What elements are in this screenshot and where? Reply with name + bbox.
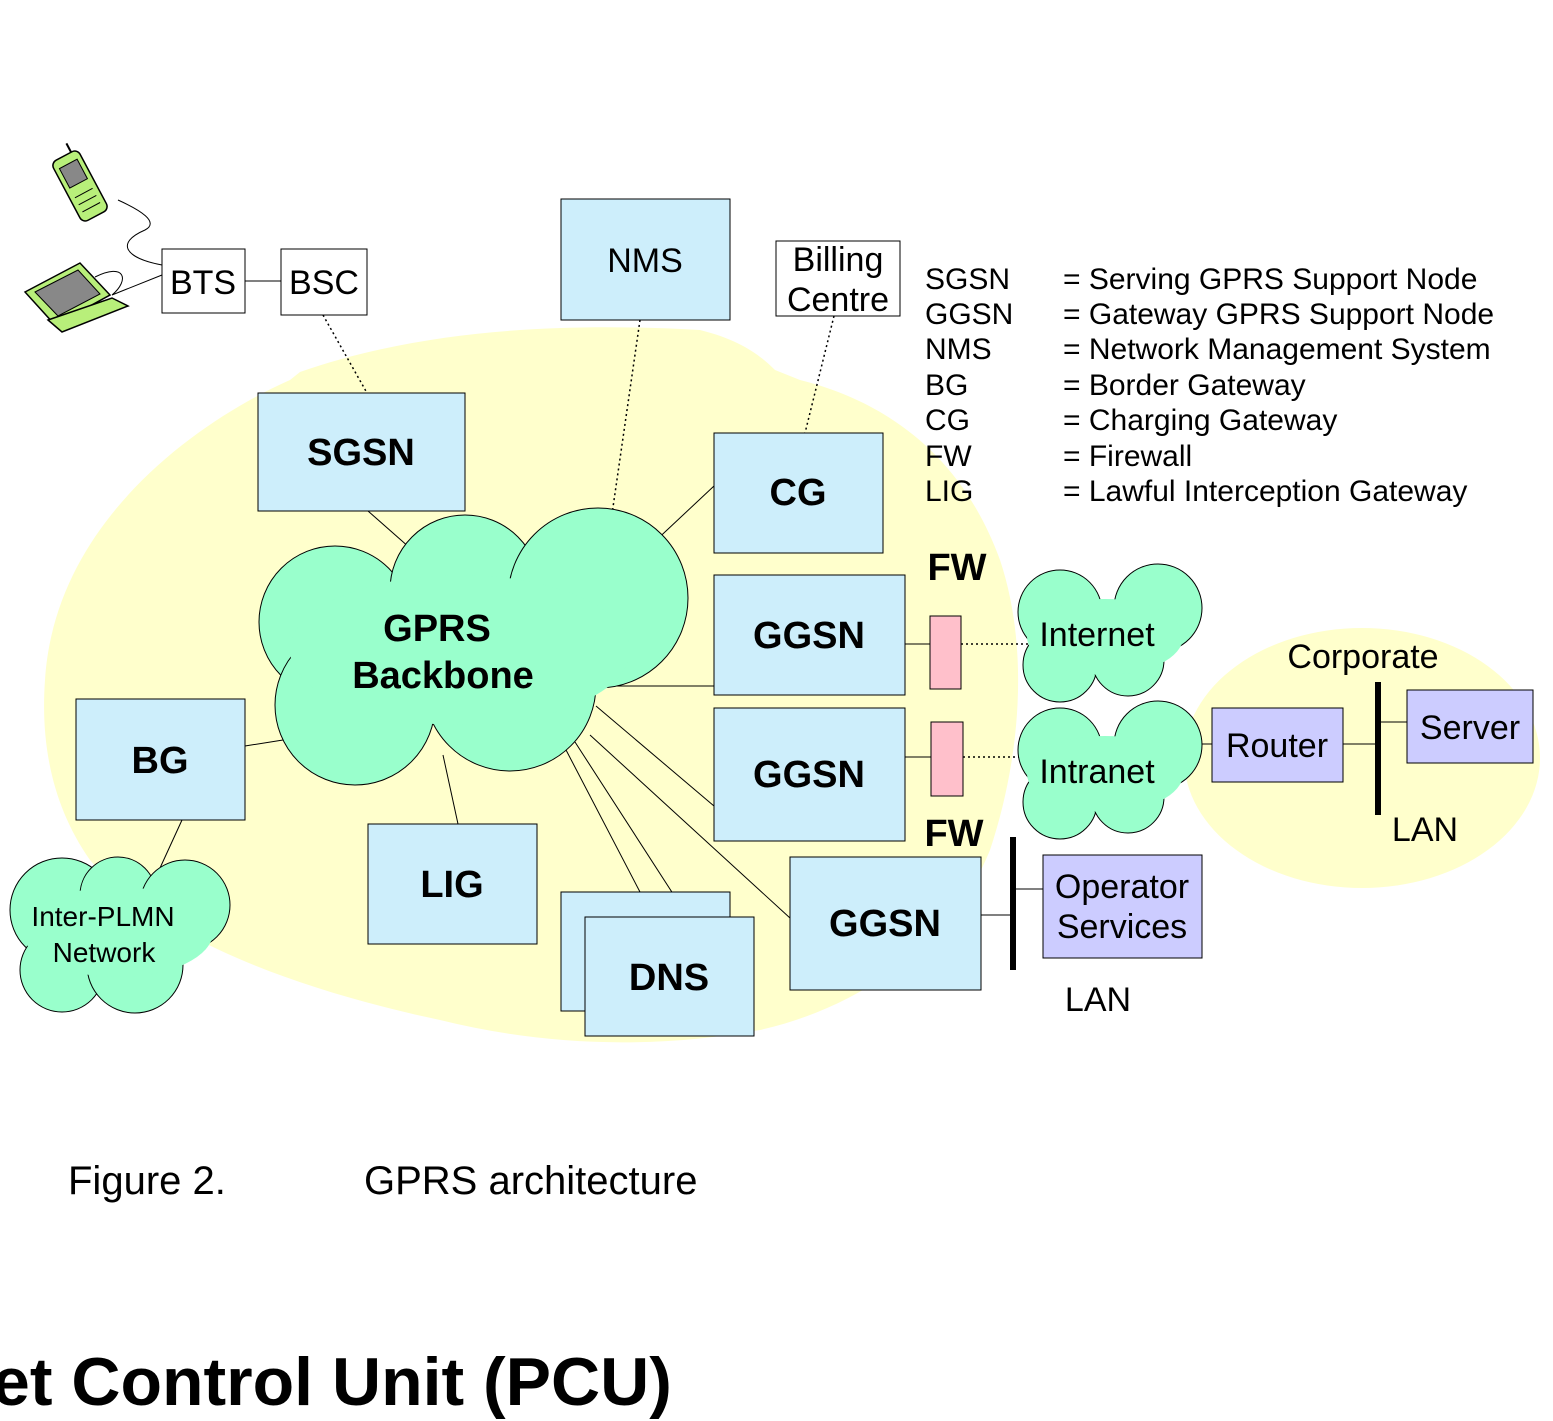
- section-heading: et Control Unit (PCU): [0, 1344, 672, 1420]
- nms-backbone-link: [609, 319, 641, 529]
- legend-abbr: LIG: [925, 475, 973, 508]
- legend-meaning: = Network Management System: [1063, 333, 1491, 366]
- bts-box: [161, 248, 246, 314]
- legend-meaning: = Serving GPRS Support Node: [1063, 263, 1477, 296]
- dns-label: DNS: [629, 957, 709, 999]
- operator-label-line1: Operator: [1055, 868, 1189, 906]
- gprs-backbone-cloud: [258, 507, 689, 786]
- legend: SGSN = Serving GPRS Support Node GGSN = …: [925, 263, 1494, 508]
- bts-label: BTS: [170, 264, 236, 302]
- dns-backbone-link-2: [574, 741, 689, 918]
- fw-label-top: FW: [927, 547, 986, 589]
- nms-label: NMS: [607, 242, 683, 280]
- router-label: Router: [1226, 727, 1328, 765]
- legend-abbr: SGSN: [925, 263, 1010, 296]
- legend-meaning: = Charging Gateway: [1063, 404, 1337, 437]
- firewall-intranet: [930, 721, 964, 797]
- mobile-phone-icon: [52, 142, 108, 222]
- billing-centre-box: [775, 240, 901, 317]
- billing-label-line1: Billing: [793, 241, 884, 279]
- backbone-label-line1: GPRS: [383, 608, 491, 650]
- router-box: [1211, 707, 1344, 783]
- phone-radio-link: [117, 199, 163, 266]
- firewall-internet: [929, 615, 962, 690]
- legend-meaning: = Firewall: [1063, 440, 1192, 473]
- cg-label: CG: [770, 472, 827, 514]
- operator-services-box: [1042, 854, 1203, 959]
- ggsn3-backbone-link: [589, 734, 791, 919]
- internet-cloud: [1017, 563, 1203, 703]
- sgsn-backbone-link: [367, 510, 411, 549]
- billing-cg-link: [804, 315, 835, 434]
- ggsn-label-intranet: GGSN: [753, 754, 865, 796]
- plmn-label-line2: Network: [53, 937, 157, 968]
- inter-plmn-network-cloud: [9, 856, 231, 1014]
- laptop-radio-link: [94, 270, 163, 296]
- internet-label: Internet: [1039, 616, 1155, 654]
- lig-backbone-link: [442, 754, 459, 825]
- legend-abbr: FW: [925, 440, 972, 473]
- legend-meaning: = Lawful Interception Gateway: [1063, 475, 1467, 508]
- corporate-lan-label: LAN: [1392, 811, 1458, 849]
- ggsn-box-internet: [713, 574, 906, 696]
- lig-label: LIG: [420, 864, 483, 906]
- sgsn-box: [257, 392, 466, 512]
- bsc-label: BSC: [289, 264, 359, 302]
- backbone-label-line2: Backbone: [352, 655, 534, 697]
- legend-abbr: CG: [925, 404, 970, 437]
- fw-label-bottom: FW: [924, 813, 983, 855]
- legend-abbr: GGSN: [925, 298, 1013, 331]
- ggsn-box-intranet: [713, 707, 906, 842]
- server-label: Server: [1420, 709, 1520, 747]
- laptop-icon: [23, 262, 130, 333]
- bg-plmn-link: [159, 819, 183, 869]
- sgsn-label: SGSN: [307, 432, 415, 474]
- dns-backbone-link-1: [564, 747, 641, 893]
- lig-box: [367, 823, 538, 945]
- bg-box: [75, 698, 246, 821]
- intranet-cloud: [1017, 700, 1203, 840]
- nms-box: [560, 198, 731, 321]
- server-box: [1406, 689, 1534, 764]
- bg-backbone-link: [244, 739, 284, 747]
- operator-lan-label: LAN: [1065, 981, 1131, 1019]
- corporate-label: Corporate: [1287, 638, 1438, 676]
- intranet-label: Intranet: [1039, 753, 1155, 791]
- ggsn2-backbone-link: [595, 705, 715, 807]
- figure-number: Figure 2.: [68, 1159, 226, 1203]
- operator-label-line2: Services: [1057, 908, 1187, 946]
- billing-label-line2: Centre: [787, 281, 889, 319]
- bsc-box: [280, 248, 368, 316]
- legend-abbr: NMS: [925, 333, 992, 366]
- bg-label: BG: [132, 740, 189, 782]
- ggsn-label-operator: GGSN: [829, 903, 941, 945]
- ggsn-label-internet: GGSN: [753, 615, 865, 657]
- legend-meaning: = Gateway GPRS Support Node: [1063, 298, 1494, 331]
- legend-abbr: BG: [925, 369, 968, 402]
- legend-meaning: = Border Gateway: [1063, 369, 1306, 402]
- figure-title: GPRS architecture: [364, 1159, 697, 1203]
- cg-box: [713, 432, 884, 554]
- plmn-label-line1: Inter-PLMN: [31, 901, 174, 932]
- ggsn-box-operator: [789, 856, 982, 991]
- dns-box: [584, 916, 755, 1037]
